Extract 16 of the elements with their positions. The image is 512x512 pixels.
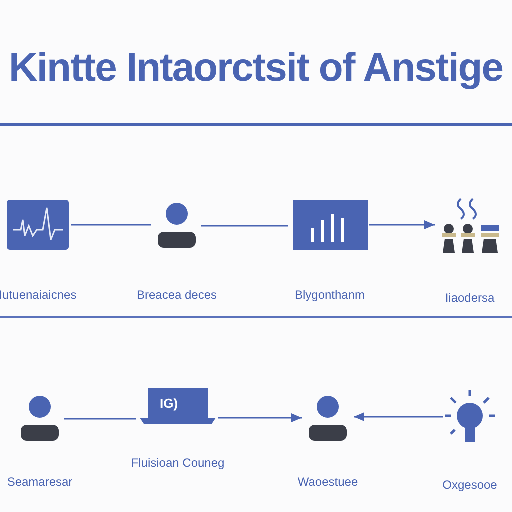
- connector-line: [64, 418, 136, 420]
- title: Kintte Intaorctsit of Anstige: [8, 46, 504, 90]
- node-label: Iiaodersa: [445, 291, 495, 305]
- node-label: Oxgesooe: [442, 478, 498, 492]
- node-label: Fluisioan Couneg: [131, 456, 225, 470]
- node-label: Waoestuee: [298, 475, 358, 489]
- connector-line: [201, 225, 288, 227]
- screen-text: IG): [160, 395, 178, 413]
- connector-line: [370, 220, 435, 230]
- connector-line: [218, 414, 302, 422]
- node-label: Breacea deces: [136, 288, 218, 302]
- node-label: Blygonthanm: [294, 288, 366, 302]
- node-label: Iutuenaiaicnes: [0, 288, 77, 302]
- connector-line: [354, 412, 443, 422]
- connector-line: [71, 224, 151, 226]
- node-label: Seamaresar: [7, 475, 73, 489]
